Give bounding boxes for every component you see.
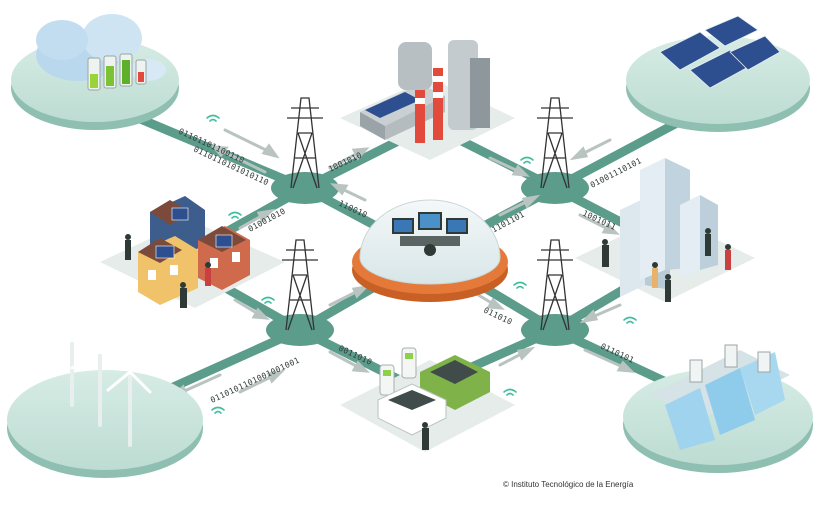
wifi-icon xyxy=(520,156,534,164)
monitor-icon xyxy=(392,212,468,256)
hydro-dam-node xyxy=(623,344,813,473)
commercial-node xyxy=(575,158,755,302)
person-icon xyxy=(125,234,211,308)
power-tower-icon xyxy=(537,239,573,331)
wifi-icon xyxy=(513,281,527,289)
car-icon xyxy=(377,355,490,436)
power-tower-icon xyxy=(282,239,318,331)
control-center-dome xyxy=(352,199,508,302)
transmission-towers xyxy=(282,97,573,331)
factory-icon xyxy=(360,40,490,143)
grid-hubs xyxy=(266,172,589,346)
solar-panel-icon xyxy=(659,15,781,89)
residential-node xyxy=(100,196,285,308)
hub-top-left xyxy=(271,172,339,204)
wifi-icon xyxy=(503,388,517,396)
dam-icon xyxy=(650,344,790,450)
wifi-icon xyxy=(623,316,637,324)
power-tower-icon xyxy=(537,97,573,189)
wifi-icon xyxy=(211,406,225,414)
wind-farm-node xyxy=(7,306,203,478)
office-building-icon xyxy=(620,158,718,297)
person-icon xyxy=(422,422,429,450)
wind-turbine-icon xyxy=(43,306,152,447)
ev-charging-node xyxy=(340,347,515,452)
data-flow-arrows xyxy=(169,128,635,399)
wifi-icon xyxy=(228,211,242,219)
hub-bottom-right xyxy=(521,314,589,346)
wifi-icon xyxy=(261,296,275,304)
wifi-signals xyxy=(206,114,637,414)
factory-node xyxy=(340,40,515,160)
power-tower-icon xyxy=(287,97,323,189)
person-icon xyxy=(602,228,731,302)
battery-icon xyxy=(87,53,147,91)
hub-bottom-left xyxy=(266,314,334,346)
battery-storage-node xyxy=(11,14,179,130)
charging-station-icon xyxy=(379,347,417,396)
copyright-credit: © Instituto Tecnológico de la Energía xyxy=(503,480,634,489)
solar-farm-node xyxy=(626,15,810,132)
wifi-icon xyxy=(206,114,220,122)
